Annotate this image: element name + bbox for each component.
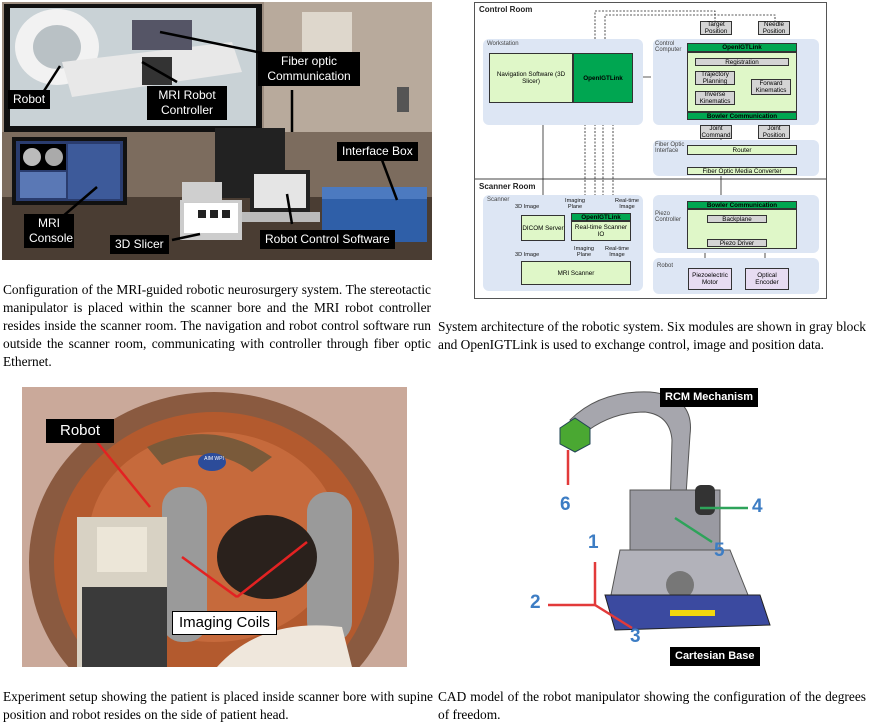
dof-6: 6: [560, 494, 571, 515]
caption-architecture: System architecture of the robotic syste…: [438, 319, 866, 352]
edge-3d-image-top: 3D Image: [515, 204, 540, 210]
cad-illustration: [548, 391, 771, 631]
mri-scanner-box: MRI Scanner: [521, 261, 631, 285]
dof-3: 3: [630, 626, 641, 647]
edge-imaging-plane-bottom: Imaging Plane: [574, 246, 594, 258]
dof-2: 2: [530, 592, 541, 613]
openigtlink-workstation-box: OpenIGTLink: [573, 53, 633, 103]
edge-realtime-image-top: Real-time Image: [615, 198, 639, 210]
aim-wpi-logo: AIM WPI: [204, 456, 224, 462]
label-bore-robot: Robot: [46, 419, 115, 443]
piezo-driver-box: Piezo Driver: [707, 239, 767, 247]
joint-command-box: Joint Command: [700, 125, 732, 139]
robot-arch-group: [653, 258, 819, 294]
joint-position-box: Joint Position: [758, 125, 790, 139]
label-interface-box: Interface Box: [337, 142, 418, 161]
backplane-box: Backplane: [707, 215, 767, 223]
workstation-title: Workstation: [487, 41, 519, 47]
cad-model: RCM Mechanism Cartesian Base 6 1 2 3 4 5: [520, 380, 780, 670]
label-mri-console: MRI Console: [24, 214, 74, 248]
dicom-server-box: DICOM Server: [521, 215, 565, 241]
bowler-communication-piezo-box: Bowler Communication: [687, 201, 797, 209]
nav-software-box: Navigation Software (3D Slicer): [489, 53, 573, 103]
control-computer-title: Control Computer: [655, 41, 682, 53]
registration-box: Registration: [695, 58, 789, 66]
piezoelectric-motor-box: Piezoelectric Motor: [688, 268, 732, 290]
trajectory-planning-box: Trajectory Planning: [695, 71, 735, 85]
caption-room-photo: Configuration of the MRI-guided robotic …: [3, 282, 431, 369]
label-fiber-optic: Fiber optic Communication: [258, 52, 360, 86]
forward-kinematics-box: Forward Kinematics: [751, 79, 791, 95]
inverse-kinematics-box: Inverse Kinematics: [695, 91, 735, 105]
target-position-box: Target Position: [700, 21, 732, 35]
label-rcm-mechanism: RCM Mechanism: [660, 388, 759, 407]
edge-3d-image-bottom: 3D Image: [515, 252, 540, 258]
fiber-optic-interface-title: Fiber Optic Interface: [655, 142, 685, 154]
label-3d-slicer: 3D Slicer: [110, 235, 169, 254]
bowler-communication-control-box: Bowler Communication: [687, 112, 797, 120]
mri-room-photo: Robot MRI Robot Controller Fiber optic C…: [2, 2, 432, 260]
caption-cad: CAD model of the robot manipulator showi…: [438, 689, 866, 722]
label-imaging-coils: Imaging Coils: [172, 611, 277, 635]
realtime-scanner-io-box: Real-time Scanner IO: [571, 221, 631, 241]
openigtlink-scanner-box: OpenIGTLink: [571, 213, 631, 221]
piezo-controller-title: Piezo Controller: [655, 211, 682, 223]
scanner-title: Scanner: [487, 197, 510, 203]
optical-encoder-box: Optical Encoder: [745, 268, 789, 290]
label-robot: Robot: [8, 90, 51, 109]
label-robot-control-software: Robot Control Software: [260, 230, 395, 249]
scanner-room-title: Scanner Room: [479, 182, 536, 191]
caption-bore-photo: Experiment setup showing the patient is …: [3, 689, 433, 722]
label-mri-robot-controller: MRI Robot Controller: [147, 86, 227, 120]
robot-arch-title: Robot: [657, 263, 674, 269]
openigtlink-control-box: OpenIGTLink: [687, 43, 797, 52]
router-box: Router: [687, 145, 797, 155]
dof-4: 4: [752, 496, 763, 517]
dof-5: 5: [714, 540, 725, 561]
fiber-optic-media-converter-box: Fiber Optic Media Converter: [687, 167, 797, 175]
edge-imaging-plane-top: Imaging Plane: [565, 198, 585, 210]
control-room-title: Control Room: [479, 5, 533, 14]
scanner-bore-photo: Robot Imaging Coils AIM WPI: [22, 387, 407, 667]
dof-1: 1: [588, 532, 599, 553]
needle-position-box: Needle Position: [758, 21, 790, 35]
label-cartesian-base: Cartesian Base: [670, 647, 760, 666]
architecture-diagram: Control Room Scanner Room Workstation Na…: [474, 2, 827, 299]
edge-realtime-image-bottom: Real-time Image: [605, 246, 629, 258]
